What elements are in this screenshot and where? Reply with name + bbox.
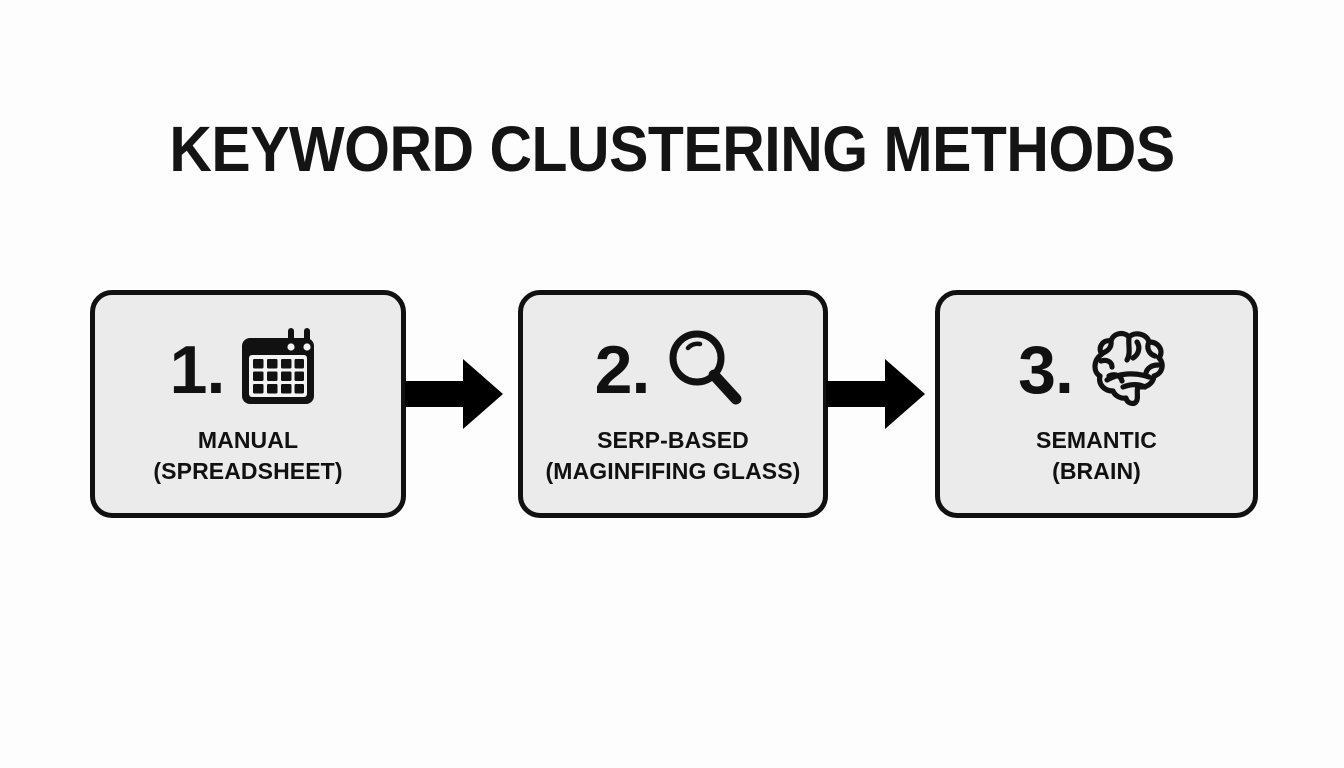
brain-icon: [1079, 320, 1175, 416]
magnifying-glass-icon: [655, 320, 751, 416]
step-1-header: 1.: [95, 313, 401, 423]
step-box-3[interactable]: 3.: [935, 290, 1258, 518]
step-2-label-secondary: (MAGINFIFING GLASS): [545, 458, 801, 484]
step-1-number: 1.: [169, 332, 226, 408]
step-3-label-primary: SEMANTIC: [1036, 427, 1157, 453]
step-3-label-secondary: (BRAIN): [1052, 458, 1141, 484]
step-3-header: 3.: [940, 313, 1253, 423]
page-title: KEYWORD CLUSTERING METHODS: [169, 113, 1175, 185]
step-3-labels: SEMANTIC (BRAIN): [946, 425, 1247, 487]
step-2-header: 2.: [523, 313, 823, 423]
step-2-label-primary: SERP-BASED: [597, 427, 749, 453]
step-1-label-secondary: (SPREADSHEET): [153, 458, 343, 484]
step-1-label-primary: MANUAL: [197, 427, 299, 453]
step-1-labels: MANUAL (SPREADSHEET): [101, 425, 395, 487]
arrow-step2-to-step3: [826, 355, 925, 433]
step-box-2[interactable]: 2. SERP-BASED (MAGINFIFING GLASS): [518, 290, 828, 518]
calendar-spreadsheet-icon: [230, 320, 326, 416]
arrow-step1-to-step2: [405, 355, 503, 433]
step-box-1[interactable]: 1.: [90, 290, 406, 518]
step-2-labels: SERP-BASED (MAGINFIFING GLASS): [529, 425, 817, 487]
step-2-number: 2.: [594, 332, 651, 408]
step-3-number: 3.: [1018, 332, 1074, 408]
